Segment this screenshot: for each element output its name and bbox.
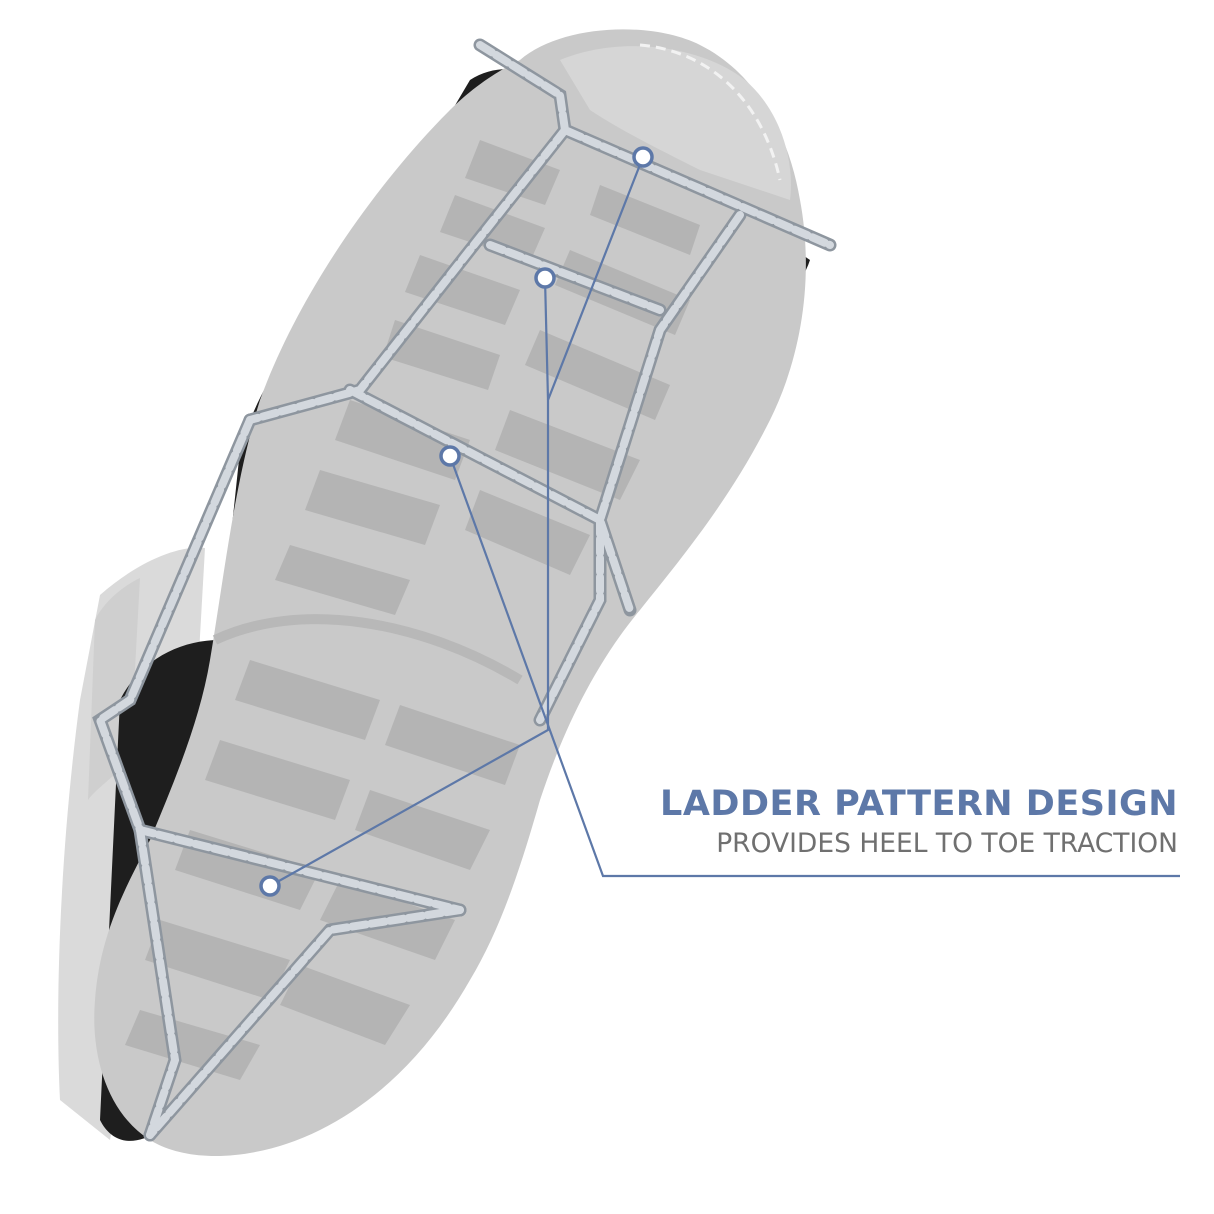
heel-breast — [212, 614, 523, 685]
callout-dot-heel — [259, 875, 281, 897]
callout-headline: LADDER PATTERN DESIGN — [660, 784, 1178, 824]
callout-markers — [259, 146, 654, 897]
callout-line-top — [269, 156, 645, 887]
callout-subline: PROVIDES HEEL TO TOE TRACTION — [716, 828, 1178, 859]
sole-toe-pad — [560, 46, 791, 200]
stitching-line — [639, 43, 782, 181]
callout-dot-toe — [632, 146, 654, 168]
callout-line-mid — [543, 277, 550, 401]
callout-lines — [269, 156, 1180, 887]
callout-dot-upper — [534, 267, 556, 289]
traction-chains — [92, 38, 837, 1142]
callout-dot-middle — [439, 445, 461, 467]
callout-line-main — [448, 455, 1180, 878]
